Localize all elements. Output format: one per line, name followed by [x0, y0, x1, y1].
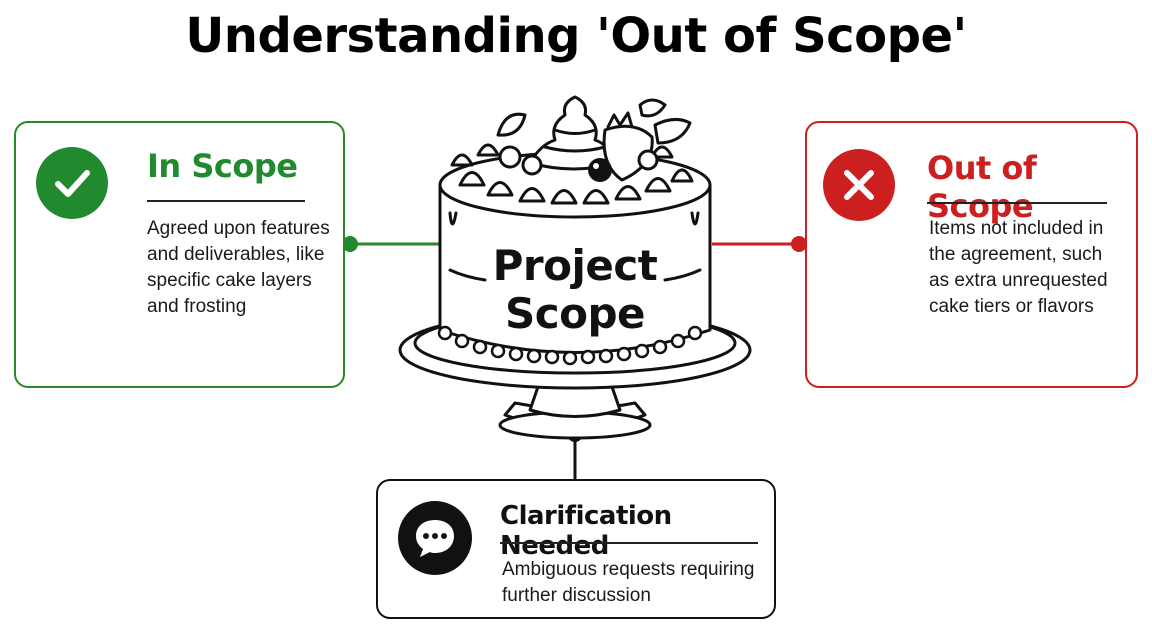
in-scope-card: In Scope Agreed upon features and delive…	[14, 121, 345, 388]
out-of-scope-card: Out of Scope Items not included in the a…	[805, 121, 1138, 388]
clarification-card: Clarification Needed Ambiguous requests …	[376, 479, 776, 619]
x-mark-icon	[823, 149, 895, 221]
checkmark-icon	[36, 147, 108, 219]
page-title: Understanding 'Out of Scope'	[185, 8, 967, 64]
out-of-scope-description: Items not included in the agreement, suc…	[929, 218, 1108, 317]
out-of-scope-divider	[927, 202, 1107, 204]
in-scope-divider	[147, 200, 305, 202]
clarification-description: Ambiguous requests requiring further dis…	[502, 559, 755, 606]
center-label-line1: Project	[492, 241, 658, 290]
center-label-line2: Scope	[504, 289, 646, 338]
project-scope-cake: Project Scope	[390, 85, 760, 460]
in-scope-title: In Scope	[147, 147, 298, 185]
in-scope-description: Agreed upon features and deliverables, l…	[147, 218, 330, 317]
clarification-title: Clarification Needed	[500, 501, 672, 561]
out-scope-connector-dot	[791, 236, 807, 252]
cake-icon	[398, 95, 752, 440]
in-scope-connector-dot	[342, 236, 358, 252]
out-of-scope-title: Out of Scope	[927, 149, 1037, 225]
speech-bubble-icon	[398, 501, 472, 575]
clarification-divider	[500, 542, 758, 544]
